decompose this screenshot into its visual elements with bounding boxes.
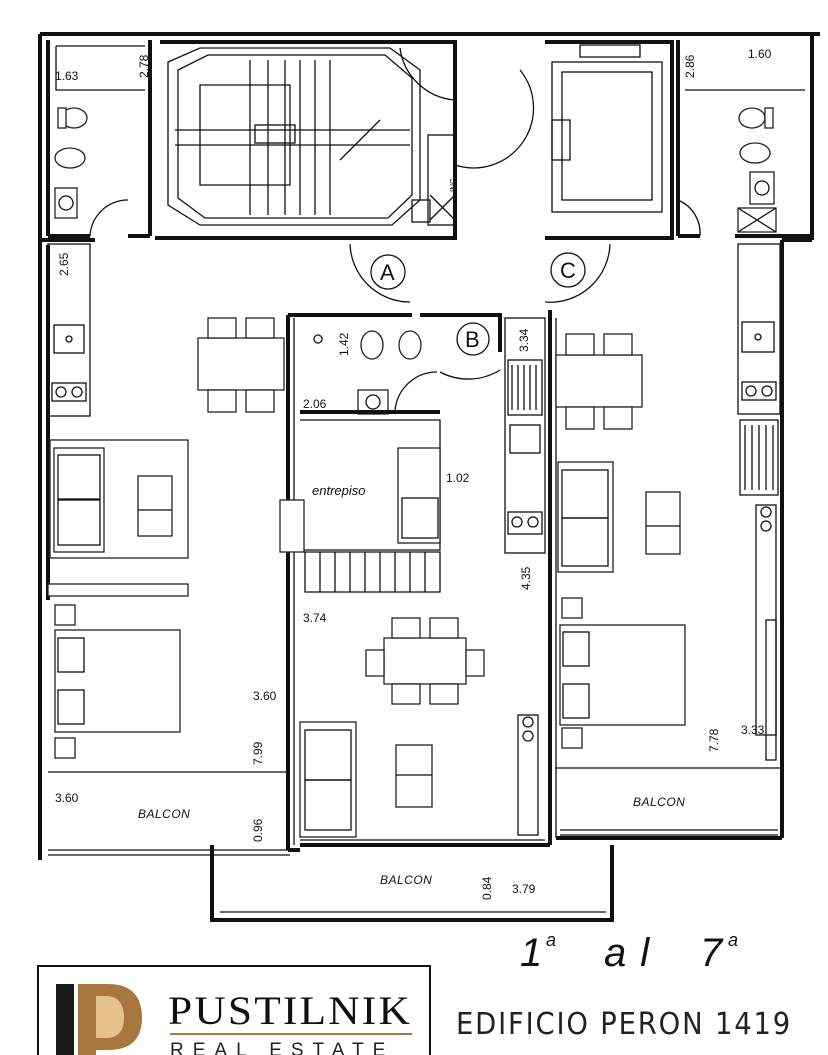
kitchen-left (47, 243, 91, 417)
dim-360a: 3.60 (253, 689, 277, 703)
mezzanine (279, 419, 441, 593)
dim-206: 2.06 (303, 397, 327, 411)
floors-label: 1 a al 7 a (520, 930, 752, 975)
floor-al: al (604, 931, 663, 975)
dim-160: 1.60 (748, 47, 772, 61)
brand-logo (56, 984, 142, 1055)
door-arcs (89, 199, 701, 413)
dim-102: 1.02 (446, 471, 470, 485)
dining-tables (197, 317, 643, 705)
brand-sub: REAL ESTATE (170, 1040, 394, 1055)
unit-b-marker (456, 322, 490, 356)
building-name: EDIFICIO PERON 1419 (456, 1007, 792, 1042)
floor-to-sup: a (728, 930, 752, 950)
dim-778: 7.78 (707, 728, 721, 752)
dim-333: 3.33 (741, 723, 765, 737)
dim-278: 2.78 (137, 54, 151, 78)
label-balcon-right: BALCON (633, 795, 685, 809)
living-furniture (47, 439, 681, 838)
unit-b-label: B (465, 327, 480, 352)
exterior-walls (38, 32, 820, 922)
dim-163: 1.63 (55, 69, 79, 83)
label-entrepiso: entrepiso (312, 483, 365, 498)
brand-name: PUSTILNIK (168, 988, 412, 1033)
room-labels: entrepiso BALCON BALCON BALCON INC. A B … (138, 176, 685, 887)
dim-286: 2.86 (683, 54, 697, 78)
kitchen-center (504, 317, 546, 836)
service-core (46, 40, 812, 240)
dim-096: 0.96 (251, 818, 265, 842)
kitchen-right (737, 243, 781, 736)
label-inc: INC. (449, 176, 458, 192)
floor-from: 1 (520, 931, 556, 975)
unit-a-marker (370, 254, 406, 290)
dimension-labels: 1.63 2.78 2.86 1.60 2.65 1.42 3.34 2.06 … (55, 47, 772, 900)
dim-142: 1.42 (337, 332, 351, 356)
label-balcon-left: BALCON (138, 807, 190, 821)
dim-379: 3.79 (512, 882, 536, 896)
dim-334: 3.34 (517, 328, 531, 352)
dim-435: 4.35 (519, 566, 533, 590)
floor-to: 7 (700, 931, 736, 975)
bathroom-fixtures (54, 107, 777, 415)
dim-374: 3.74 (303, 611, 327, 625)
unit-a-label: A (380, 260, 395, 285)
floor-from-sup: a (546, 930, 570, 950)
dim-360b: 3.60 (55, 791, 79, 805)
dim-084: 0.84 (480, 876, 494, 900)
dim-265: 2.65 (57, 252, 71, 276)
brand-block: PUSTILNIK REAL ESTATE (37, 965, 431, 1055)
unit-c-label: C (560, 258, 576, 283)
unit-c-marker (550, 252, 586, 288)
dim-799: 7.99 (251, 741, 265, 765)
label-balcon-center: BALCON (380, 873, 432, 887)
bedroom-furniture (54, 597, 777, 761)
